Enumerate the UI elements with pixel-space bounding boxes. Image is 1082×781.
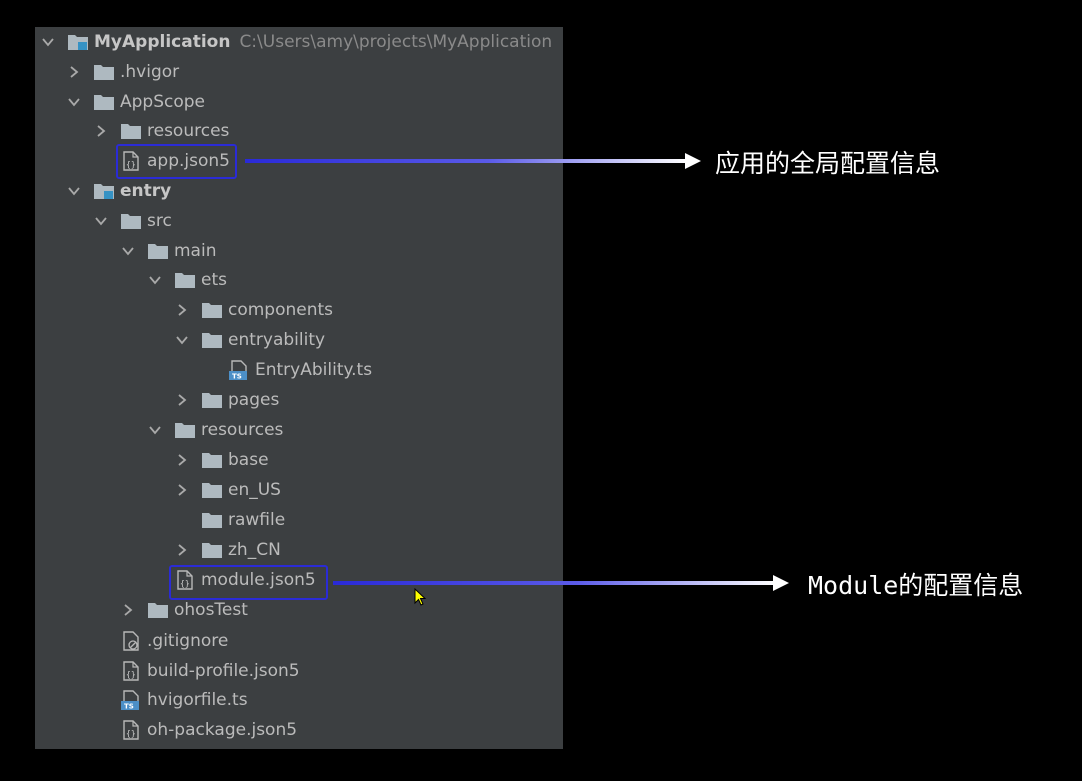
tree-item-label: EntryAbility.ts [255,360,373,380]
folder-icon [174,270,196,290]
folder-icon [201,390,223,410]
tree-item-ets[interactable]: ets [35,265,676,295]
tree-item-oh-package-json5[interactable]: oh-package.json5 [35,715,622,745]
chevron-down-icon[interactable] [67,184,81,198]
chevron-down-icon[interactable] [175,333,189,347]
module-folder-icon [93,181,115,201]
tree-item-label: resources [201,420,284,440]
tree-item-label: en_US [228,480,281,500]
tree-item-rawfile[interactable]: rawfile [35,505,703,535]
tree-item-src[interactable]: src [35,206,622,236]
chevron-right-icon[interactable] [175,453,189,467]
tree-item-base[interactable]: base [35,445,703,475]
tree-item-label: entryability [228,330,326,350]
folder-icon [201,510,223,530]
tree-item-label: main [174,241,217,261]
chevron-right-icon[interactable] [67,65,81,79]
chevron-right-icon[interactable] [175,483,189,497]
folder-icon [201,450,223,470]
folder-icon [147,600,169,620]
tree-item-gitignore[interactable]: .gitignore [35,626,622,656]
tree-item-label: components [228,300,334,320]
tree-item-root[interactable]: MyApplication C:\Users\amy\projects\MyAp… [35,27,569,57]
tree-item-components[interactable]: components [35,295,703,325]
json-file-icon [120,720,142,740]
folder-icon [201,540,223,560]
tree-item-appscope[interactable]: AppScope [35,87,595,117]
typescript-file-icon [120,690,142,710]
gitignore-file-icon [120,631,142,651]
tree-item-label: .gitignore [147,631,229,651]
folder-icon [201,480,223,500]
module-folder-icon [67,32,89,52]
chevron-down-icon[interactable] [121,244,135,258]
tree-item-appscope-resources[interactable]: resources [35,116,622,146]
chevron-right-icon[interactable] [121,603,135,617]
tree-item-label: entry [120,181,172,201]
callout-arrow-module [333,575,789,591]
chevron-right-icon[interactable] [175,543,189,557]
chevron-down-icon[interactable] [94,214,108,228]
tree-item-entry[interactable]: entry [35,176,595,206]
folder-icon [174,420,196,440]
typescript-file-icon [228,360,250,380]
tree-item-pages[interactable]: pages [35,385,703,415]
tree-item-app-json5[interactable]: app.json5 [35,146,622,176]
chevron-right-icon[interactable] [94,124,108,138]
tree-item-label: ets [201,270,227,290]
annotation-app-config: 应用的全局配置信息 [715,149,941,178]
folder-icon [201,300,223,320]
folder-icon [201,330,223,350]
chevron-down-icon[interactable] [41,35,55,49]
tree-item-label: pages [228,390,280,410]
callout-arrow-app [245,153,701,169]
tree-item-module-json5[interactable]: module.json5 [35,565,676,595]
json-file-icon [120,661,142,681]
project-path: C:\Users\amy\projects\MyApplication [239,32,553,52]
tree-item-label: rawfile [228,510,286,530]
annotation-module-config: Module的配置信息 [808,571,1024,600]
tree-item-zh-cn[interactable]: zh_CN [35,535,703,565]
tree-item-label: .hvigor [120,62,180,82]
folder-icon [93,62,115,82]
tree-item-hvigor[interactable]: .hvigor [35,57,595,87]
chevron-down-icon[interactable] [67,95,81,109]
chevron-down-icon[interactable] [148,273,162,287]
tree-item-label: src [147,211,172,231]
tree-item-label: ohosTest [174,600,248,620]
chevron-down-icon[interactable] [148,423,162,437]
tree-item-label: base [228,450,269,470]
tree-item-hvigorfile-ts[interactable]: hvigorfile.ts [35,685,622,715]
tree-item-label: hvigorfile.ts [147,690,248,710]
tree-item-label: AppScope [120,92,205,112]
tree-item-entryability[interactable]: entryability [35,325,703,355]
highlight-box-app-json5 [116,144,237,179]
chevron-right-icon[interactable] [175,303,189,317]
tree-item-build-profile-json5[interactable]: build-profile.json5 [35,656,622,686]
tree-item-label: build-profile.json5 [147,661,300,681]
folder-icon [93,92,115,112]
tree-item-label: MyApplication [94,32,231,52]
project-tree-panel: MyApplication C:\Users\amy\projects\MyAp… [35,27,563,749]
tree-item-en-us[interactable]: en_US [35,475,703,505]
tree-item-label: zh_CN [228,540,281,560]
tree-item-main-resources[interactable]: resources [35,415,676,445]
folder-icon [147,241,169,261]
tree-item-ohostest[interactable]: ohosTest [35,595,649,625]
tree-item-entryability-ts[interactable]: EntryAbility.ts [35,355,730,385]
tree-item-main[interactable]: main [35,236,649,266]
tree-item-label: module.json5 [201,570,316,590]
tree-item-label: resources [147,121,230,141]
chevron-right-icon[interactable] [175,393,189,407]
folder-icon [120,121,142,141]
folder-icon [120,211,142,231]
tree-item-label: oh-package.json5 [147,720,298,740]
tree-item-label: app.json5 [147,151,230,171]
highlight-box-module-json5 [169,565,328,600]
mouse-cursor-icon [414,588,427,606]
